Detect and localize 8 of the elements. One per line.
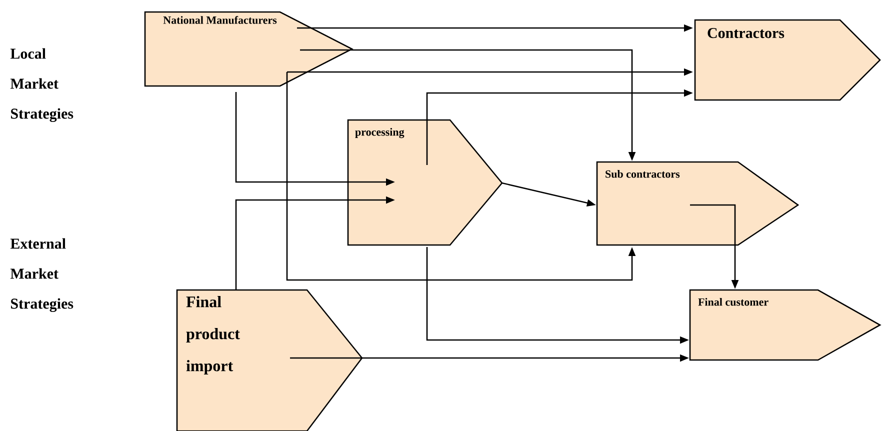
side-heading: External Market Strategies — [10, 238, 74, 312]
node-label: National Manufacturers — [163, 16, 277, 24]
node-label: Final customer — [698, 298, 768, 306]
side-heading: Local Market Strategies — [10, 48, 74, 122]
node-label: processing — [355, 128, 404, 138]
node-label: Sub contractors — [606, 170, 680, 178]
node-label: Final product import — [186, 296, 240, 374]
node-label: Contractors — [708, 28, 784, 38]
